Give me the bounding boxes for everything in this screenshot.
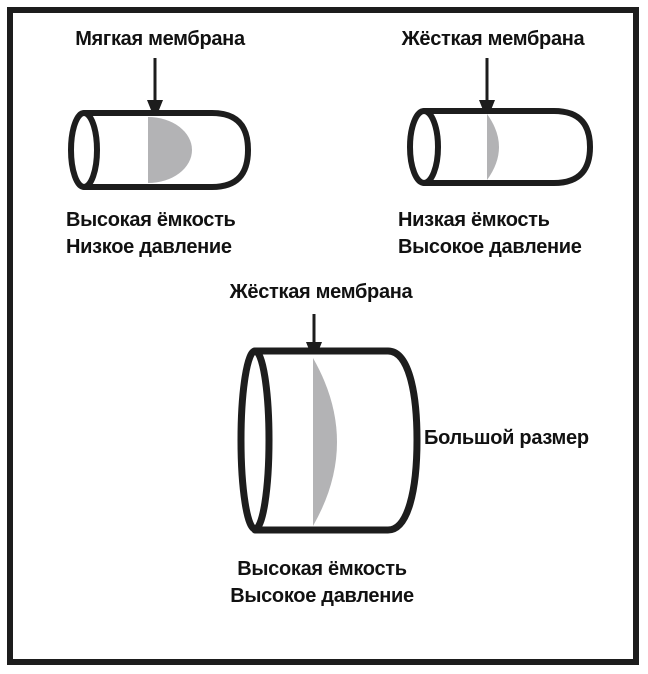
caption-line: Высокое давление	[398, 236, 582, 258]
caption-line: Высокая ёмкость	[66, 209, 236, 231]
panel2-cylinder-diagram	[407, 58, 594, 186]
caption-line: Низкая ёмкость	[398, 209, 550, 231]
caption-line: Высокое давление	[230, 585, 414, 607]
panel2-title: Жёсткая мембрана	[401, 28, 585, 50]
panel1-cylinder-diagram	[68, 58, 252, 190]
cylinder-open-end	[237, 347, 273, 533]
rigid-membrane-shape	[313, 358, 337, 526]
cylinder-body	[421, 108, 594, 186]
panel3-caption: Высокая ёмкость Высокое давление	[182, 556, 462, 610]
panel1-title: Мягкая мембрана	[75, 28, 245, 50]
soft-membrane-shape	[148, 117, 192, 183]
panel2-caption: Низкая ёмкость Высокое давление	[398, 207, 582, 261]
caption-line: Высокая ёмкость	[237, 558, 407, 580]
panel3-size-label: Большой размер	[424, 427, 589, 449]
panel3-cylinder-diagram	[237, 314, 421, 534]
cylinder-open-end	[68, 110, 100, 190]
diagram-border-frame	[7, 7, 639, 665]
cylinder-open-end	[407, 108, 441, 186]
panel1-caption: Высокая ёмкость Низкое давление	[66, 207, 236, 261]
panel3-title: Жёсткая мембрана	[229, 281, 413, 303]
rigid-membrane-shape	[487, 114, 499, 180]
caption-line: Низкое давление	[66, 236, 232, 258]
